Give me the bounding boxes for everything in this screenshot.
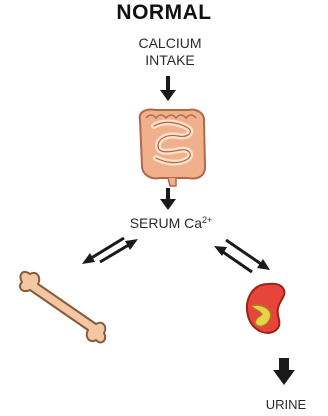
arrow-kidney-to-urine bbox=[273, 358, 295, 385]
arrow-intake-to-intestine bbox=[160, 76, 176, 101]
arrow-kidney-to-serum bbox=[214, 246, 252, 272]
intestine-icon bbox=[140, 109, 205, 186]
arrow-intestine-to-serum bbox=[160, 188, 176, 210]
bone-icon bbox=[20, 272, 105, 343]
arrow-serum-to-kidney bbox=[226, 240, 270, 270]
kidney-icon bbox=[247, 284, 284, 333]
